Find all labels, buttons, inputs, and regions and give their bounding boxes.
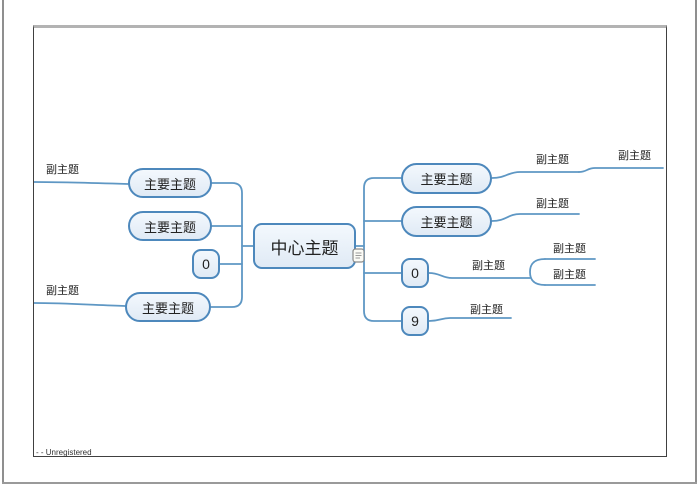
main-topic-node[interactable]: 主要主题 xyxy=(401,206,492,237)
unregistered-label: - - Unregistered xyxy=(36,448,92,457)
number-topic-node[interactable]: 9 xyxy=(401,306,429,336)
connector-line xyxy=(578,167,664,173)
subtopic-label[interactable]: 副主题 xyxy=(536,154,569,166)
connector-lines xyxy=(34,167,664,322)
connector-line xyxy=(491,213,580,222)
connector-line xyxy=(428,272,531,279)
subtopic-label[interactable]: 副主题 xyxy=(46,164,79,176)
canvas-page[interactable]: 中心主题 主要主题 主要主题 0 主要主题 副主题 副主题 主要主题 主要主题 … xyxy=(33,25,667,457)
connector-line xyxy=(428,317,512,322)
main-topic-node[interactable]: 主要主题 xyxy=(125,292,211,322)
connector-line xyxy=(34,181,129,185)
connector-brace xyxy=(529,258,546,286)
window-right-border xyxy=(695,0,697,484)
subtopic-label[interactable]: 副主题 xyxy=(618,150,651,162)
subtopic-label[interactable]: 副主题 xyxy=(472,260,505,272)
subtopic-label[interactable]: 副主题 xyxy=(536,198,569,210)
window-left-border xyxy=(2,0,4,484)
subtopic-label[interactable]: 副主题 xyxy=(553,269,586,281)
main-topic-node[interactable]: 主要主题 xyxy=(128,211,212,241)
main-topic-node[interactable]: 主要主题 xyxy=(128,168,212,198)
subtopic-label[interactable]: 副主题 xyxy=(46,285,79,297)
center-topic-node[interactable]: 中心主题 xyxy=(253,223,356,269)
number-topic-node[interactable]: 0 xyxy=(192,249,220,279)
subtopic-label[interactable]: 副主题 xyxy=(553,243,586,255)
connector-line xyxy=(34,302,126,307)
mindmap: 中心主题 主要主题 主要主题 0 主要主题 副主题 副主题 主要主题 主要主题 … xyxy=(34,28,668,458)
connector-line xyxy=(363,177,402,322)
main-topic-node[interactable]: 主要主题 xyxy=(401,163,492,194)
notes-icon[interactable] xyxy=(352,248,365,263)
number-topic-node[interactable]: 0 xyxy=(401,258,429,288)
connector-line xyxy=(210,182,243,308)
subtopic-label[interactable]: 副主题 xyxy=(470,304,503,316)
connector-line xyxy=(491,171,580,179)
window-bottom-border xyxy=(2,482,697,484)
